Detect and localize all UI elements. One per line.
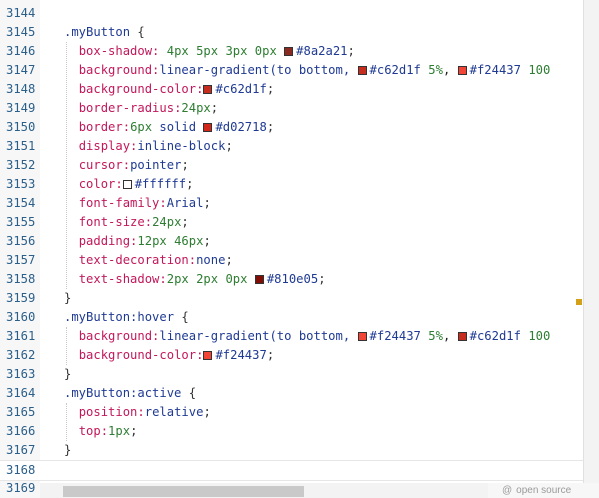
- line-number: 3150: [6, 120, 36, 134]
- at-icon: @: [502, 485, 513, 496]
- line-number: 3157: [6, 253, 36, 267]
- code-line[interactable]: 3159}: [0, 289, 583, 308]
- code-text[interactable]: .myButton:hover {: [64, 310, 189, 324]
- line-number: 3155: [6, 215, 36, 229]
- color-swatch-icon[interactable]: [357, 332, 367, 341]
- code-line[interactable]: 3157 text-decoration:none;: [0, 251, 583, 270]
- line-number: 3153: [6, 177, 36, 191]
- code-line[interactable]: 3147 background:linear-gradient(to botto…: [0, 61, 583, 80]
- line-number: 3163: [6, 367, 36, 381]
- color-swatch-icon[interactable]: [122, 180, 132, 189]
- line-number: 3160: [6, 310, 36, 324]
- vertical-scrollbar-thumb[interactable]: [585, 0, 598, 463]
- indent-guide: [66, 327, 67, 365]
- code-line[interactable]: 3144: [0, 4, 583, 23]
- line-number: 3164: [6, 386, 36, 400]
- code-text[interactable]: color:#ffffff;: [78, 177, 194, 191]
- color-swatch-icon[interactable]: [357, 66, 367, 75]
- code-line[interactable]: 3164 .myButton:active {: [0, 384, 583, 403]
- code-line[interactable]: 3152 cursor:pointer;: [0, 156, 583, 175]
- code-text[interactable]: text-decoration:none;: [78, 253, 233, 267]
- line-number: 3148: [6, 82, 36, 96]
- indent-guide: [66, 42, 67, 289]
- line-number: 3151: [6, 139, 36, 153]
- code-line[interactable]: 3163}: [0, 365, 583, 384]
- code-text[interactable]: text-shadow:2px 2px 0px #810e05;: [78, 272, 326, 286]
- code-text[interactable]: top:1px;: [78, 424, 138, 438]
- line-number: 3162: [6, 348, 36, 362]
- line-number: 3146: [6, 44, 36, 58]
- code-line[interactable]: 3165 position:relative;: [0, 403, 583, 422]
- horizontal-scrollbar-thumb[interactable]: [63, 486, 304, 497]
- line-number-gutter: [0, 0, 40, 498]
- line-number: 3158: [6, 272, 36, 286]
- color-swatch-icon[interactable]: [284, 47, 294, 56]
- code-line[interactable]: 3155 font-size:24px;: [0, 213, 583, 232]
- indent-guide: [66, 403, 67, 441]
- line-number: 3147: [6, 63, 36, 77]
- line-number: 3165: [6, 405, 36, 419]
- code-line[interactable]: 3160 .myButton:hover {: [0, 308, 583, 327]
- code-text[interactable]: position:relative;: [78, 405, 211, 419]
- line-number: 3166: [6, 424, 36, 438]
- color-swatch-icon[interactable]: [203, 85, 213, 94]
- open-source-badge[interactable]: @open source: [488, 483, 599, 498]
- line-number: 3169: [6, 481, 36, 495]
- code-text[interactable]: font-size:24px;: [78, 215, 189, 229]
- code-line[interactable]: 3149 border-radius:24px;: [0, 99, 583, 118]
- code-line[interactable]: 3145 .myButton {: [0, 23, 583, 42]
- color-swatch-icon[interactable]: [203, 123, 213, 132]
- code-line[interactable]: 3151 display:inline-block;: [0, 137, 583, 156]
- code-text[interactable]: display:inline-block;: [78, 139, 233, 153]
- code-line[interactable]: 3168: [0, 460, 583, 481]
- code-line[interactable]: 3150 border:6px solid #d02718;: [0, 118, 583, 137]
- scrollbar-marker: [576, 299, 582, 305]
- code-text[interactable]: }: [64, 443, 72, 457]
- code-text[interactable]: box-shadow: 4px 5px 3px 0px #8a2a21;: [78, 44, 355, 58]
- code-line[interactable]: 3146 box-shadow: 4px 5px 3px 0px #8a2a21…: [0, 42, 583, 61]
- code-line[interactable]: 3162 background-color:#f24437;: [0, 346, 583, 365]
- code-line[interactable]: 3158 text-shadow:2px 2px 0px #810e05;: [0, 270, 583, 289]
- code-line[interactable]: 3169: [0, 479, 583, 498]
- open-source-label: open source: [516, 485, 572, 496]
- line-number: 3168: [6, 463, 36, 477]
- line-number: 3152: [6, 158, 36, 172]
- line-number: 3144: [6, 6, 36, 20]
- code-line[interactable]: 3167}: [0, 441, 583, 460]
- line-number: 3161: [6, 329, 36, 343]
- code-line[interactable]: 3153 color:#ffffff;: [0, 175, 583, 194]
- code-line[interactable]: 3148 background-color:#c62d1f;: [0, 80, 583, 99]
- color-swatch-icon[interactable]: [457, 66, 467, 75]
- code-line[interactable]: 3166 top:1px;: [0, 422, 583, 441]
- line-number: 3159: [6, 291, 36, 305]
- code-text[interactable]: cursor:pointer;: [78, 158, 189, 172]
- line-number: 3167: [6, 443, 36, 457]
- line-number: 3149: [6, 101, 36, 115]
- code-text[interactable]: .myButton {: [64, 25, 145, 39]
- code-text[interactable]: font-family:Arial;: [78, 196, 211, 210]
- code-text[interactable]: background-color:#c62d1f;: [78, 82, 275, 96]
- code-text[interactable]: padding:12px 46px;: [78, 234, 211, 248]
- code-line[interactable]: 3154 font-family:Arial;: [0, 194, 583, 213]
- line-number: 3145: [6, 25, 36, 39]
- vertical-scrollbar[interactable]: [583, 0, 599, 483]
- code-line[interactable]: 3161 background:linear-gradient(to botto…: [0, 327, 583, 346]
- color-swatch-icon[interactable]: [457, 332, 467, 341]
- color-swatch-icon[interactable]: [203, 351, 213, 360]
- horizontal-scrollbar[interactable]: [40, 483, 583, 498]
- code-text[interactable]: border:6px solid #d02718;: [78, 120, 275, 134]
- code-text[interactable]: background:linear-gradient(to bottom, #c…: [78, 63, 551, 77]
- line-number: 3154: [6, 196, 36, 210]
- code-text[interactable]: background-color:#f24437;: [78, 348, 275, 362]
- code-line[interactable]: 3156 padding:12px 46px;: [0, 232, 583, 251]
- color-swatch-icon[interactable]: [254, 275, 264, 284]
- code-text[interactable]: border-radius:24px;: [78, 101, 219, 115]
- code-text[interactable]: background:linear-gradient(to bottom, #f…: [78, 329, 551, 343]
- code-text[interactable]: .myButton:active {: [64, 386, 197, 400]
- code-text[interactable]: }: [64, 367, 72, 381]
- line-number: 3156: [6, 234, 36, 248]
- code-text[interactable]: }: [64, 291, 72, 305]
